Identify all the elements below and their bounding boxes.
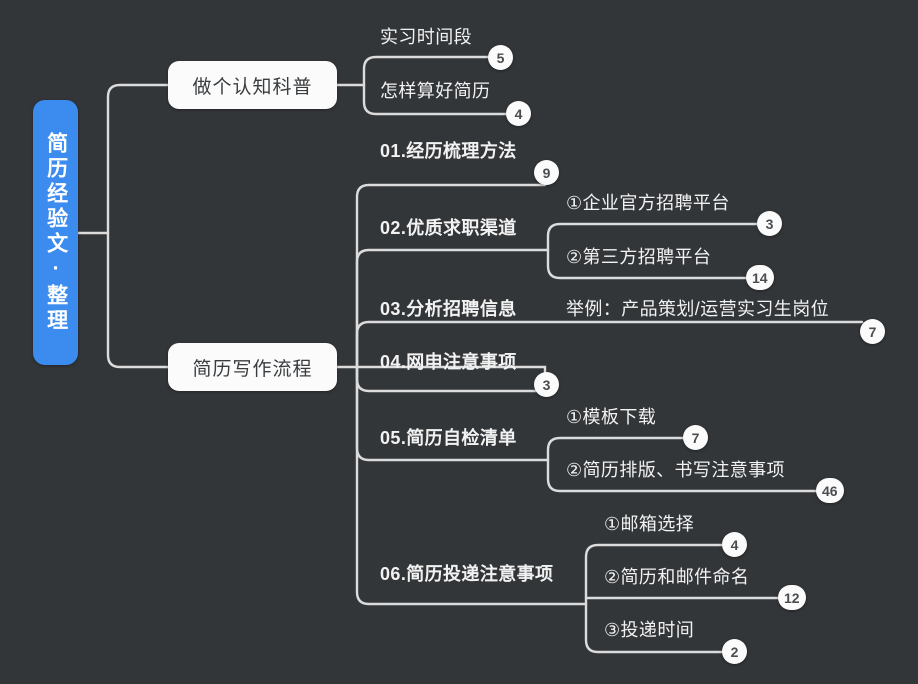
leaf-label-example-product-planning[interactable]: 举例：产品策划/运营实习生岗位	[566, 299, 829, 319]
badge-count-02-official[interactable]: 3	[757, 211, 782, 236]
wire-b1-child2	[362, 83, 520, 116]
badge-count-06-time[interactable]: 2	[722, 639, 747, 664]
wire-i06	[355, 365, 588, 606]
leaf-label-02-quality-channels[interactable]: 02.优质求职渠道	[380, 218, 517, 238]
branch-node-cognitive-primer[interactable]: 做个认知科普	[168, 61, 337, 109]
leaf-label-submission-time[interactable]: ③投递时间	[604, 620, 695, 640]
wire-i03	[355, 320, 864, 369]
wire-i05-s1	[546, 436, 685, 462]
wire-root-to-branch2	[106, 231, 170, 369]
branch-node-label: 做个认知科普	[192, 76, 313, 98]
leaf-label-05-self-check-list[interactable]: 05.简历自检清单	[380, 428, 517, 448]
leaf-label-what-is-good-resume[interactable]: 怎样算好简历	[380, 81, 491, 101]
leaf-label-06-submission-notes[interactable]: 06.简历投递注意事项	[380, 564, 554, 584]
branch-node-label: 简历写作流程	[192, 358, 313, 380]
leaf-label-resume-mail-naming[interactable]: ②简历和邮件命名	[604, 567, 750, 587]
wire-i02	[355, 248, 550, 369]
leaf-label-04-online-application[interactable]: 04.网申注意事项	[380, 352, 517, 372]
root-node[interactable]: 简历经验文·整理	[33, 100, 78, 365]
wire-b1-child1	[362, 55, 502, 87]
wire-i02-s2	[546, 248, 762, 280]
leaf-label-third-party-platform[interactable]: ②第三方招聘平台	[566, 247, 712, 267]
badge-count-05-template[interactable]: 7	[683, 425, 708, 450]
badge-count-06-mailbox[interactable]: 4	[722, 532, 747, 557]
badge-count-good-resume[interactable]: 4	[506, 101, 531, 126]
wire-i06-s3	[584, 602, 724, 654]
leaf-label-layout-writing-notes[interactable]: ②简历排版、书写注意事项	[566, 460, 785, 480]
branch-node-resume-writing-flow[interactable]: 简历写作流程	[168, 343, 337, 391]
root-node-label: 简历经验文·整理	[44, 131, 68, 334]
leaf-label-03-analyze-job-info[interactable]: 03.分析招聘信息	[380, 299, 517, 319]
wire-i02-s1	[546, 222, 759, 252]
leaf-label-mailbox-choice[interactable]: ①邮箱选择	[604, 514, 695, 534]
badge-count-05-layout[interactable]: 46	[816, 478, 844, 503]
leaf-label-01-experience-method[interactable]: 01.经历梳理方法	[380, 141, 517, 161]
badge-count-04[interactable]: 3	[534, 372, 559, 397]
badge-count-01[interactable]: 9	[534, 160, 559, 185]
wire-root-to-branch1	[106, 83, 170, 235]
badge-count-internship-period[interactable]: 5	[488, 45, 513, 70]
wire-i06-s1	[584, 543, 724, 606]
leaf-label-template-download[interactable]: ①模板下载	[566, 407, 657, 427]
wire-i01	[355, 183, 547, 369]
badge-count-03[interactable]: 7	[860, 319, 885, 344]
wire-i04-a	[355, 365, 547, 374]
badge-count-02-third-party[interactable]: 14	[746, 265, 774, 290]
leaf-label-internship-period[interactable]: 实习时间段	[380, 27, 472, 47]
badge-count-06-naming[interactable]: 12	[778, 585, 806, 610]
wire-i05-s2	[546, 458, 820, 493]
leaf-label-official-recruit-platform[interactable]: ①企业官方招聘平台	[566, 193, 730, 213]
